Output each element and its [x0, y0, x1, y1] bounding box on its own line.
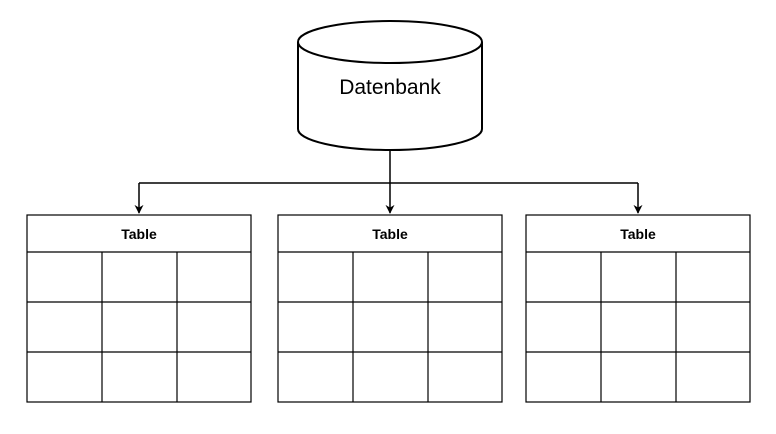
- database-cylinder-body: [297, 42, 483, 151]
- table-grid: [526, 251, 750, 402]
- database-cylinder[interactable]: Datenbank: [297, 20, 483, 151]
- table-frame: [277, 214, 503, 403]
- table-title: Table: [372, 226, 408, 242]
- table-grid: [278, 251, 502, 402]
- table-frame: [525, 214, 751, 403]
- table-title: Table: [620, 226, 656, 242]
- connectors: [134, 150, 643, 214]
- database-cylinder-top: [297, 20, 483, 64]
- table-grid: [27, 251, 251, 402]
- table-2[interactable]: Table: [277, 214, 503, 403]
- table-title: Table: [121, 226, 157, 242]
- table-1[interactable]: Table: [26, 214, 252, 403]
- table-3[interactable]: Table: [525, 214, 751, 403]
- table-frame: [26, 214, 252, 403]
- database-label: Datenbank: [339, 76, 441, 99]
